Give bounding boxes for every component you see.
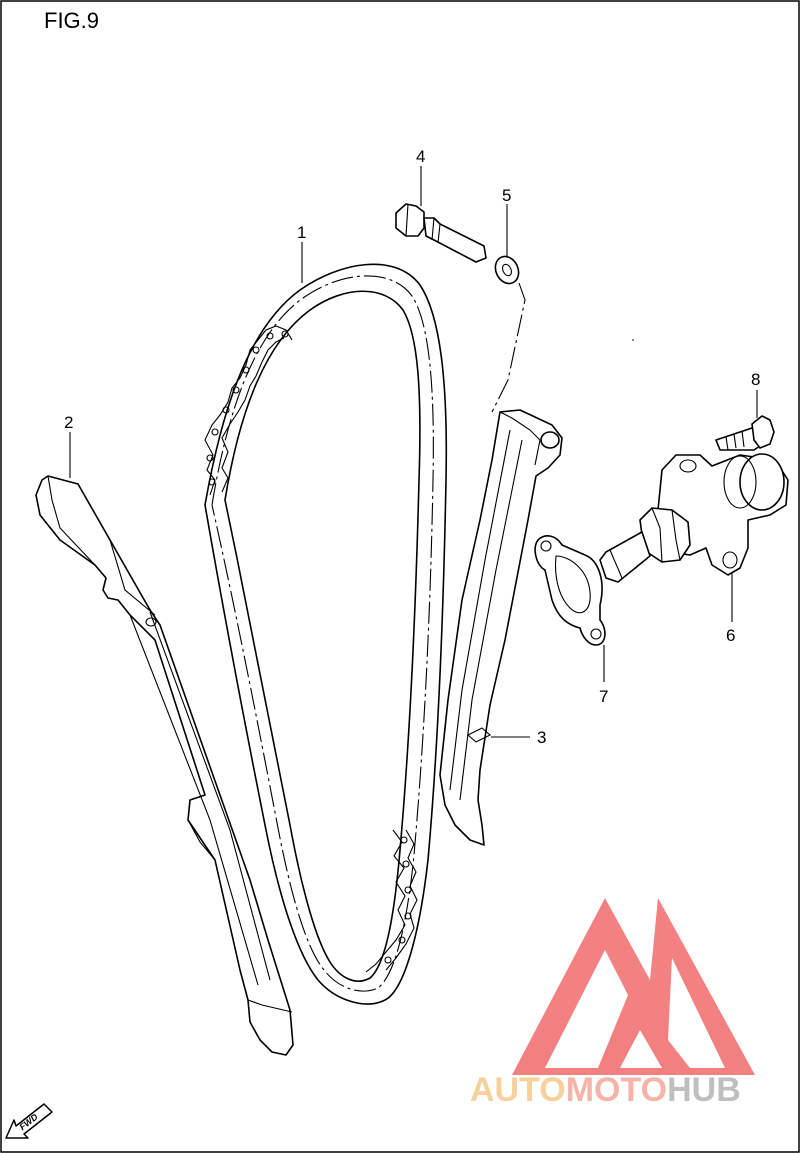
logo-mark-icon (512, 898, 755, 1075)
callout-3: 3 (537, 728, 546, 747)
automotohub-logo: AUTOMOTOHUB (470, 898, 755, 1109)
gasket-part-7 (534, 535, 606, 646)
chain-guide-part-2 (35, 475, 294, 1056)
tensioner-part-6 (599, 453, 789, 583)
tensioner-guide-part-3 (439, 409, 563, 846)
figure-title: FIG.9 (44, 8, 99, 33)
watermark-moto: MOTO (566, 1071, 667, 1109)
stray-dot (632, 339, 634, 341)
callout-7: 7 (599, 687, 608, 706)
watermark-auto: AUTO (470, 1071, 566, 1109)
cam-chain-part-1 (204, 263, 448, 1005)
leader-lines (69, 166, 758, 738)
callout-6: 6 (726, 626, 735, 645)
callout-2: 2 (64, 413, 73, 432)
chain-links-lower (365, 829, 418, 973)
washer-part-5 (494, 255, 520, 285)
callout-5: 5 (502, 186, 511, 205)
svg-text:AUTOMOTOHUB: AUTOMOTOHUB (470, 1071, 741, 1109)
callout-8: 8 (751, 370, 760, 389)
fwd-arrow-icon: FWD (5, 1103, 53, 1139)
callout-1: 1 (297, 223, 306, 242)
chain-links-upper (204, 325, 293, 496)
watermark-hub: HUB (667, 1071, 741, 1109)
bolt-part-4 (395, 203, 487, 263)
callout-4: 4 (416, 147, 425, 166)
bolt-part-8 (715, 415, 775, 451)
